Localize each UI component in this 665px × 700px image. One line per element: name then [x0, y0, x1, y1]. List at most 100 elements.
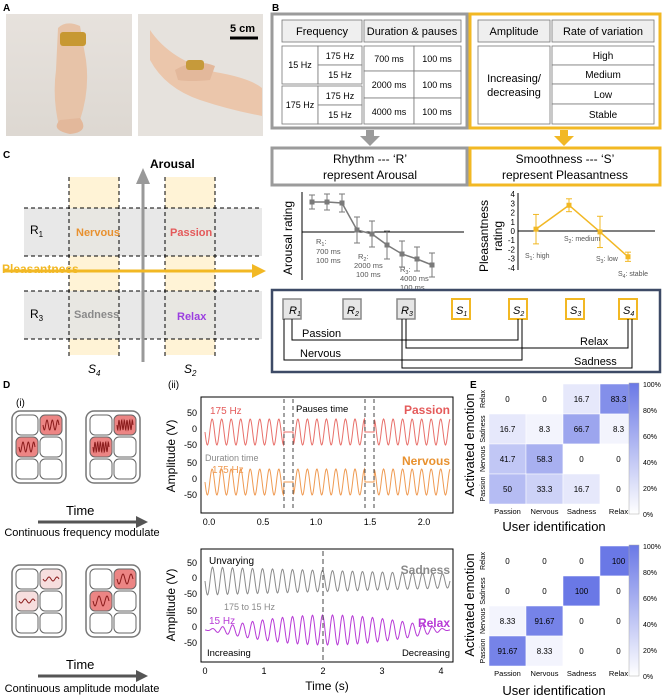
label-15hz: 15 Hz: [209, 616, 235, 627]
r3-annot-line1: 4000 ms: [400, 274, 429, 283]
colorbar-tick: 80%: [643, 570, 657, 577]
matrix-cell-value: 41.7: [500, 455, 516, 464]
matrix-cell-value: 0: [579, 647, 584, 656]
arousal-ylabel: Arousal rating: [281, 201, 295, 275]
matrix-cell-value: 83.3: [611, 395, 627, 404]
matrix-cell-value: 0: [616, 587, 621, 596]
pleasantness-axis-label: Pleasantness: [2, 262, 79, 276]
hand-shape-1: [56, 118, 84, 134]
col-label-s2: S2: [184, 362, 197, 378]
rhythm-box-line1: Rhythm --- ‘R’: [333, 152, 407, 166]
matrix-cell-value: 100: [612, 557, 626, 566]
matrix-col-label: Sadness: [567, 507, 596, 516]
actuator-cell: [39, 590, 63, 612]
top-plot-ylabel: Amplitude (V): [164, 420, 178, 493]
actuator-cell: [113, 590, 137, 612]
bottom-plot-xlabel: Time (s): [305, 679, 349, 693]
panel-letter-e: E: [470, 380, 477, 391]
arm-shape: [54, 23, 88, 130]
matrix-cell-value: 33.3: [537, 485, 553, 494]
pleasantness-ytick: 1: [511, 218, 516, 227]
matrix-cell-value: 0: [505, 587, 510, 596]
s1-annot: S1: high: [525, 253, 550, 262]
panel-letter-b: B: [272, 3, 279, 14]
time-label-2: Time: [66, 657, 94, 672]
node-s3: [565, 298, 585, 320]
actuator-band-1: [60, 32, 86, 46]
pleasantness-ylabel-2: rating: [491, 221, 505, 251]
matrix-cell: [562, 413, 601, 445]
col-label-s4: S4: [88, 362, 101, 378]
matrix-row-label: Nervous: [480, 445, 487, 472]
colorbar-tick: 20%: [643, 648, 657, 655]
pause-3: 100 ms: [422, 107, 452, 117]
bottom-plot-yticks: 50 0 -50 50 0 -50: [184, 558, 197, 648]
e-bottom-ylabel: Activated emotion: [462, 553, 477, 656]
label-range: 175 to 15 Hz: [224, 602, 276, 612]
label-increasing: Increasing: [207, 648, 251, 659]
colorbar-bottom-labels: 100%80%60%40%20%0%: [643, 544, 661, 681]
node-s3-label: S3: [570, 305, 581, 318]
emotion-nervous: Nervous: [76, 227, 120, 239]
svg-text:0.5: 0.5: [257, 517, 270, 527]
node-s4-label: S4: [623, 305, 634, 318]
arousal-point: [354, 227, 360, 233]
matrix-col-label: Passion: [494, 507, 521, 516]
row-label-r3: R3: [30, 307, 44, 323]
pause-1: 100 ms: [422, 54, 452, 64]
amplitude-value-line1: Increasing/: [487, 73, 542, 85]
node-r1-label: R1: [289, 305, 301, 318]
matrix-cell: [488, 383, 527, 415]
actuator-cell: [89, 414, 113, 436]
mapping-nodes: R1 R2 R3 S1 S2 S3 S4: [282, 298, 638, 320]
smooth-box-line1: Smoothness --- ‘S’: [516, 152, 615, 166]
passion-waveform: [204, 417, 451, 447]
pleasantness-line: [535, 204, 629, 258]
panel-c: C Arousal Pleasantness R1 R3 S4 S2 Nervo…: [2, 150, 266, 378]
sadness-waveform: [204, 566, 451, 596]
matrix-cell-value: 100: [575, 587, 589, 596]
matrix-cell: [525, 545, 564, 577]
panel-a: A 5 cm: [3, 3, 263, 136]
pleasantness-ytick: -1: [508, 236, 516, 245]
matrix-cell-value: 16.7: [500, 425, 516, 434]
top-plot-xticks: 0.0 0.5 1.0 1.5 2.0: [203, 517, 431, 527]
arousal-annotations: R1: 700 ms 100 ms R2: 2000 ms 100 ms R3:…: [316, 237, 429, 292]
colorbar-tick: 40%: [643, 622, 657, 629]
top-plot-yticks: 50 0 -50 50 0 -50: [184, 408, 197, 500]
matrix-cell-value: 0: [542, 395, 547, 404]
matrix-row-label: Sadness: [480, 577, 487, 605]
base-freq-1: 15 Hz: [288, 60, 312, 70]
actuator-cell: [89, 612, 113, 634]
pleasantness-ytick: -3: [508, 255, 516, 264]
label-nervous: Nervous: [402, 454, 450, 468]
matrix-cell: [562, 473, 601, 505]
row-label-r1: R1: [30, 223, 44, 239]
svg-text:1.5: 1.5: [364, 517, 377, 527]
smooth-box-line2: represent Pleasantness: [502, 168, 628, 182]
e-top-ylabel: Activated emotion: [462, 393, 477, 496]
pleasantness-arrow-icon: [252, 264, 266, 278]
pleasantness-point: [625, 254, 631, 260]
pair-sadness: Sadness: [574, 356, 617, 368]
sub-freq-1a: 175 Hz: [326, 51, 355, 61]
duration-header-cell: [363, 19, 462, 43]
nervous-waveform: [204, 467, 451, 497]
rates-list: High Medium Low Stable: [585, 51, 621, 121]
rate-high: High: [593, 51, 614, 62]
actuator-cell: [15, 568, 39, 590]
pleasantness-point: [533, 226, 539, 232]
rate-stable: Stable: [589, 110, 618, 121]
device-grid-freq-2: [85, 410, 141, 484]
node-r2-label: R2: [347, 305, 359, 318]
matrix-row-label: Nervous: [480, 607, 487, 634]
vibration-glyph: [42, 576, 60, 582]
matrix-cell-value: 0: [505, 395, 510, 404]
bottom-plot-xticks: 0 1 2 3 4: [202, 666, 443, 676]
svg-text:-50: -50: [184, 589, 197, 599]
vibration-glyph: [42, 419, 60, 431]
device-grid-amp-2: [85, 564, 141, 638]
pair-nervous: Nervous: [300, 348, 341, 360]
r2-annot-line2: 100 ms: [356, 270, 381, 279]
